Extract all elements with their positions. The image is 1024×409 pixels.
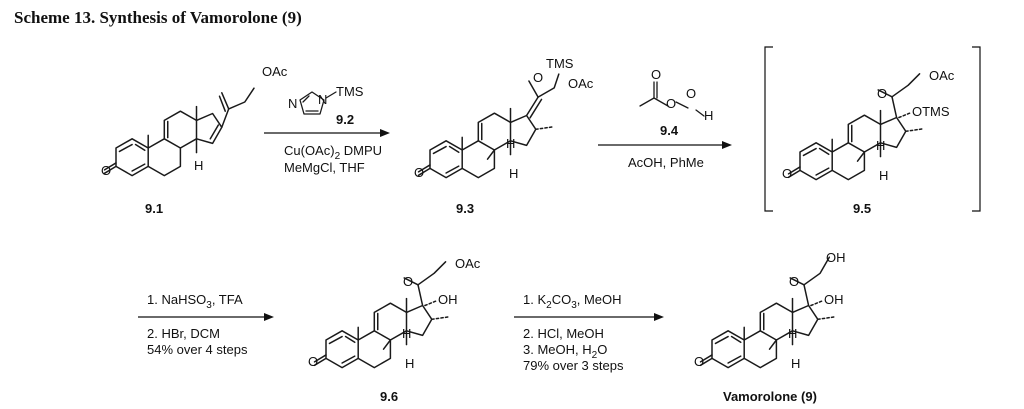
compound-9-1: O OAc H 9.1 xyxy=(101,64,288,216)
peracid-o2: O xyxy=(666,96,676,111)
h-label-14: H xyxy=(509,166,518,181)
compound-vamorolone: O O OH OH H H Vamorolone (9) xyxy=(694,250,846,404)
carbonyl-o-label: O xyxy=(101,163,111,178)
imidazole-n1: N xyxy=(288,96,297,111)
carbonyl-o-label: O xyxy=(414,165,424,180)
h-label-8: H xyxy=(788,326,797,341)
imidazole-n2: N xyxy=(318,92,327,107)
h-label-8: H xyxy=(506,136,515,151)
reagent-9-2: N N TMS 9.2 xyxy=(288,84,364,127)
h-label-14: H xyxy=(405,356,414,371)
step3-conditions-below1: 2. HBr, DCM xyxy=(147,326,220,341)
compound-label-9-1: 9.1 xyxy=(145,201,163,216)
oac-label: OAc xyxy=(929,68,955,83)
intermediate-bracket-left xyxy=(764,46,773,212)
enol-o-label: O xyxy=(533,70,543,85)
step2-conditions: AcOH, PhMe xyxy=(628,155,704,170)
compound-label-9-5: 9.5 xyxy=(853,201,871,216)
peracid-h: H xyxy=(704,108,713,123)
step4-conditions-below1: 2. HCl, MeOH xyxy=(523,326,604,341)
h-label-8: H xyxy=(402,326,411,341)
otms-label: OTMS xyxy=(912,104,950,119)
compound-label-9-3: 9.3 xyxy=(456,201,474,216)
oac-label: OAc xyxy=(568,76,594,91)
reagent-label-9-2: 9.2 xyxy=(336,112,354,127)
carbonyl-o-label: O xyxy=(782,166,792,181)
arrow-step-4 xyxy=(514,313,664,321)
step1-conditions-line2: MeMgCl, THF xyxy=(284,160,365,175)
keto-o-label: O xyxy=(877,86,887,101)
oac-label: OAc xyxy=(455,256,481,271)
h-label: H xyxy=(194,158,203,173)
carbonyl-o-label: O xyxy=(308,354,318,369)
step3-conditions-above: 1. NaHSO3, TFA xyxy=(147,292,243,311)
step4-conditions-above: 1. K2CO3, MeOH xyxy=(523,292,622,311)
h-label-14: H xyxy=(791,356,800,371)
arrow-step-3 xyxy=(138,313,274,321)
peracid-o1: O xyxy=(651,67,661,82)
reagent-label-9-4: 9.4 xyxy=(660,123,679,138)
arrow-step-1 xyxy=(264,129,390,137)
oh-label: OH xyxy=(824,292,844,307)
scheme-title: Scheme 13. Synthesis of Vamorolone (9) xyxy=(14,8,302,27)
carbonyl-o-label: O xyxy=(694,354,704,369)
keto-o-label: O xyxy=(789,274,799,289)
tms-label: TMS xyxy=(336,84,364,99)
step3-conditions-below2: 54% over 4 steps xyxy=(147,342,248,357)
reagent-9-4: O O O H 9.4 xyxy=(639,67,713,138)
compound-9-6: O O OAc OH H H 9.6 xyxy=(308,256,481,404)
compound-label-vamorolone: Vamorolone (9) xyxy=(723,389,817,404)
keto-o-label: O xyxy=(403,274,413,289)
arrow-step-2 xyxy=(598,141,732,149)
step4-conditions-below2: 3. MeOH, H2O xyxy=(523,342,607,361)
tms-label: TMS xyxy=(546,56,574,71)
step4-conditions-below3: 79% over 3 steps xyxy=(523,358,624,373)
h-label-8: H xyxy=(876,138,885,153)
compound-9-5: O O OAc OTMS H H 9.5 xyxy=(782,68,955,216)
intermediate-bracket-right xyxy=(972,46,981,212)
step1-conditions-line1: Cu(OAc)2 DMPU xyxy=(284,143,382,162)
oac-label: OAc xyxy=(262,64,288,79)
h-label-14: H xyxy=(879,168,888,183)
oh-top-label: OH xyxy=(826,250,846,265)
oh-label: OH xyxy=(438,292,458,307)
peracid-o3: O xyxy=(686,86,696,101)
compound-label-9-6: 9.6 xyxy=(380,389,398,404)
compound-9-3: O O TMS OAc H H 9.3 xyxy=(414,56,594,216)
